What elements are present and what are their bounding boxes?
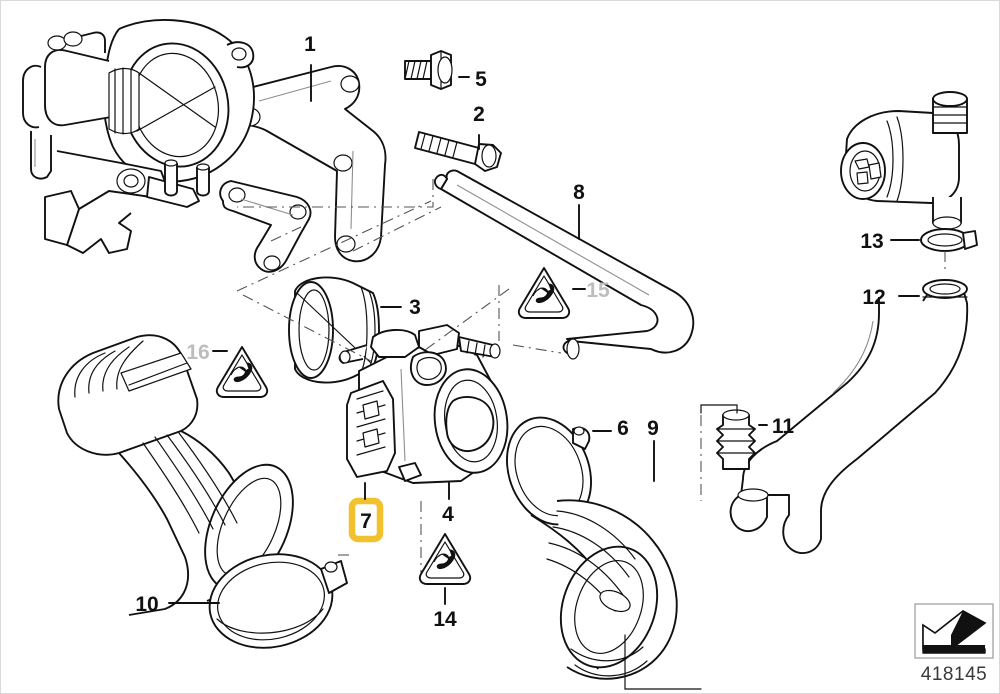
callout-label-9: 9 <box>647 417 659 440</box>
part-bracket-secondary[interactable] <box>219 180 312 273</box>
callout-label-16: 16 <box>186 341 209 364</box>
warning-triangle-left <box>212 346 269 398</box>
part-rubber-grommet-valve[interactable] <box>700 404 768 501</box>
callout-label-7: 7 <box>360 510 372 533</box>
warning-triangle-mid <box>517 267 586 319</box>
corner-orientation-mark <box>914 603 994 659</box>
part-throttle-body-upper[interactable] <box>22 19 255 254</box>
part-air-intake-boot-right[interactable] <box>493 406 702 690</box>
part-long-hex-bolt[interactable] <box>414 131 502 172</box>
callout-label-12: 12 <box>862 286 885 309</box>
callout-label-1: 1 <box>304 33 316 56</box>
part-bent-breather-hose[interactable] <box>729 279 969 554</box>
callout-label-6: 6 <box>617 417 629 440</box>
part-air-intake-boot-left[interactable] <box>57 334 310 616</box>
callout-7-highlight[interactable] <box>348 482 384 543</box>
part-worm-drive-clamp[interactable] <box>168 543 348 659</box>
part-short-hex-bolt[interactable] <box>404 50 470 90</box>
warning-triangle-low <box>418 533 472 605</box>
callout-label-15: 15 <box>586 279 610 302</box>
callout-label-13: 13 <box>860 230 883 253</box>
part-throttle-position-sensor[interactable] <box>346 380 396 478</box>
callout-label-3: 3 <box>409 296 421 319</box>
callout-label-2: 2 <box>473 103 485 126</box>
callout-label-8: 8 <box>573 181 585 204</box>
callout-label-11: 11 <box>772 415 795 438</box>
callout-label-4: 4 <box>442 503 454 526</box>
callout-label-5: 5 <box>475 68 487 91</box>
detail-corrugated-boss <box>108 67 140 135</box>
callout-label-14: 14 <box>433 608 457 631</box>
part-hose-clamp-ring[interactable] <box>890 228 978 252</box>
callout-label-10: 10 <box>135 593 158 616</box>
part-idle-control-valve[interactable] <box>840 91 978 269</box>
part-vacuum-hose-u[interactable] <box>433 169 695 360</box>
diagram-id-number: 418145 <box>921 664 987 685</box>
part-throttle-housing[interactable] <box>338 324 514 500</box>
